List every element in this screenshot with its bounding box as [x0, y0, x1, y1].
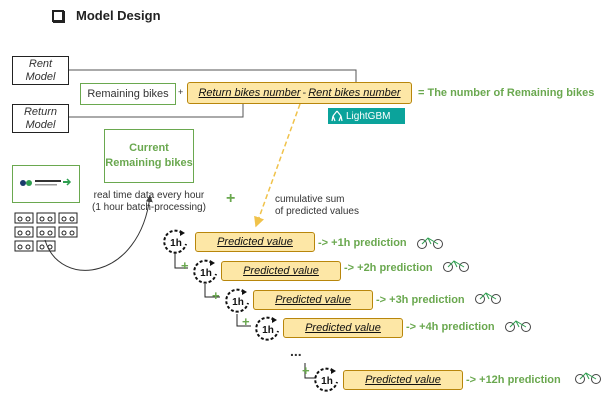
rent-model-box: Rent Model — [12, 56, 69, 85]
checkbox-bullet-icon — [52, 9, 64, 22]
formula-box: Return bikes number - Rent bikes number — [187, 82, 412, 104]
bicycle-icon — [475, 292, 501, 304]
rent-term: Rent bikes number — [308, 87, 401, 99]
predicted-value-box: Predicted value — [195, 232, 315, 252]
step-plus: + — [302, 363, 310, 378]
step-plus: + — [242, 314, 250, 329]
step-plus: + — [212, 288, 220, 303]
return-connector — [69, 104, 244, 118]
cumulative-arrow — [254, 103, 301, 228]
formula-result: = The number of Remaining bikes — [418, 87, 595, 99]
green-plus: + — [226, 190, 236, 207]
svg-text:1h: 1h — [232, 297, 244, 308]
realtime-arrow — [44, 195, 153, 271]
city-logo-icon — [12, 165, 80, 203]
predicted-value-box: Predicted value — [343, 370, 463, 390]
prediction-label-3h: -> +3h prediction — [376, 294, 465, 306]
bike-station-icon — [14, 212, 78, 252]
svg-text:1h: 1h — [170, 238, 182, 249]
prediction-label-1h: -> +1h prediction — [318, 237, 407, 249]
rent-connector — [69, 69, 357, 84]
cumulative-note: cumulative sum of predicted values — [275, 194, 359, 217]
bicycle-icon — [575, 372, 601, 384]
clock-1h-icon: 1h — [224, 287, 252, 320]
prediction-label-4h: -> +4h prediction — [406, 321, 495, 333]
svg-text:1h: 1h — [321, 376, 333, 387]
bicycle-icon — [443, 260, 469, 272]
remaining-bikes-box: Remaining bikes — [80, 83, 176, 105]
realtime-note: real time data every hour (1 hour batch-… — [92, 190, 206, 213]
ellipsis: ... — [290, 343, 302, 359]
clock-1h-icon: 1h — [162, 228, 190, 261]
lightgbm-tree-icon — [331, 110, 343, 122]
minus-sign: - — [302, 87, 307, 99]
bicycle-icon — [417, 237, 443, 249]
predicted-value-box: Predicted value — [253, 290, 373, 310]
prediction-label-2h: -> +2h prediction — [344, 262, 433, 274]
prediction-label-12h: -> +12h prediction — [466, 374, 561, 386]
lightgbm-logo: LightGBM — [328, 108, 405, 124]
predicted-value-box: Predicted value — [283, 318, 403, 338]
return-term: Return bikes number — [198, 87, 301, 99]
step-plus: + — [181, 258, 189, 273]
svg-text:1h: 1h — [262, 325, 274, 336]
formula-plus: + — [178, 87, 184, 97]
current-remaining-box: Current Remaining bikes — [104, 129, 194, 183]
svg-text:1h: 1h — [200, 268, 212, 279]
bicycle-icon — [505, 320, 531, 332]
section-header: Model Design — [52, 8, 161, 23]
clock-1h-icon: 1h — [313, 366, 341, 399]
clock-1h-icon: 1h — [192, 258, 220, 291]
page-title: Model Design — [76, 8, 161, 23]
return-model-box: Return Model — [12, 104, 69, 133]
clock-1h-icon: 1h — [254, 315, 282, 348]
predicted-value-box: Predicted value — [221, 261, 341, 281]
